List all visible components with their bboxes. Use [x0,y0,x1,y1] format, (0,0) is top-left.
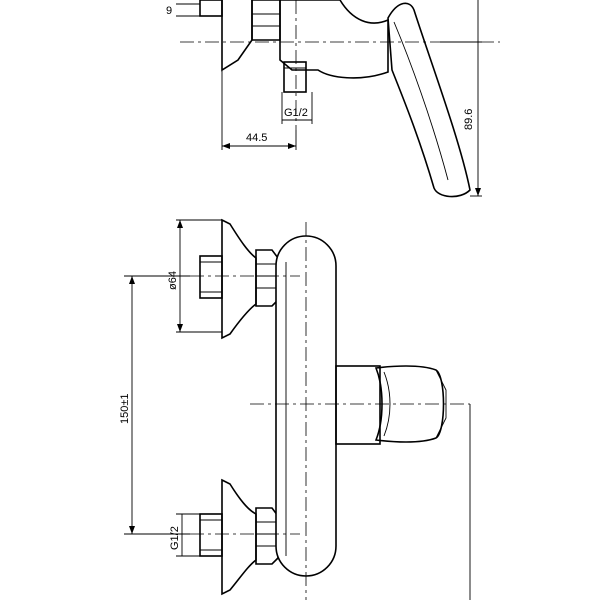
dim-height-label: 89.6 [463,109,475,130]
upper-pipe-nipple [199,255,223,299]
lower-pipe-nipple [199,513,223,557]
lower-escutcheon [221,478,257,596]
top-pipe-nipple [199,0,223,17]
dim-bottom-thread-label: G1/2 [169,526,181,550]
front-view: ø64 150±1 G1/2 [119,218,471,600]
top-hex-nut [251,0,281,41]
dim-offset-label: 44.5 [246,132,267,144]
top-escutcheon [221,0,253,72]
upper-escutcheon [221,218,257,340]
top-lever-handle [387,2,471,198]
top-side-view: 9 G1/2 44.5 89.6 [166,0,500,198]
upper-hex-nut [255,249,279,307]
top-shower-outlet [283,61,307,93]
dim-escutcheon-diameter-label: ø64 [167,271,179,290]
dim-nut-height-label: 9 [166,5,172,17]
cartridge-housing [335,365,381,445]
lower-hex-nut [255,507,279,565]
top-body [279,0,389,79]
dim-top-thread-label: G1/2 [284,107,308,119]
dim-inlet-spacing-label: 150±1 [119,393,131,424]
